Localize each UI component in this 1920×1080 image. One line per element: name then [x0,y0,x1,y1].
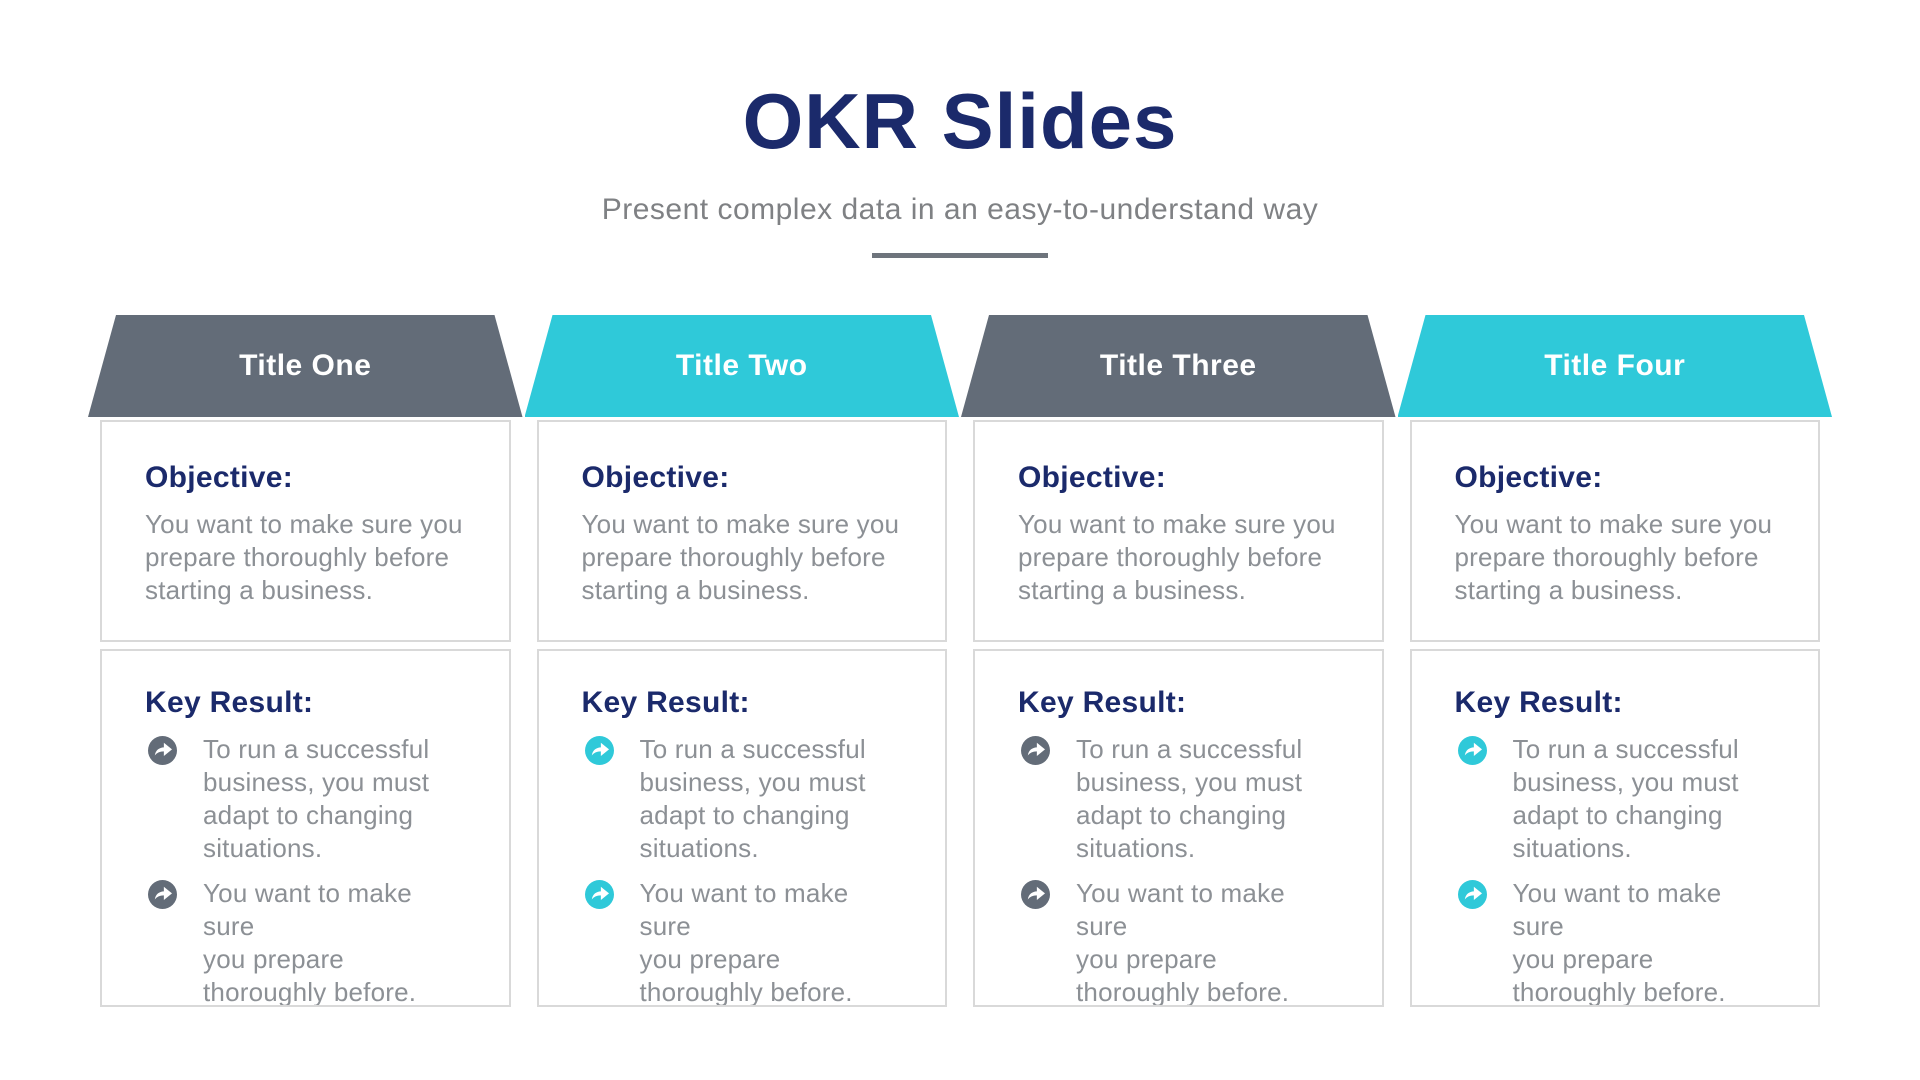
key-result-item: You want to make sure you prepare thorou… [1455,877,1779,1007]
objective-card: Objective: You want to make sure you pre… [1409,420,1820,642]
circle-arrow-right-icon [1457,736,1487,765]
column-title: Title One [239,349,372,382]
column-title: Title Four [1544,349,1686,382]
circle-arrow-right-icon [584,880,614,909]
okr-column-3: Title Three Objective: You want to make … [973,315,1384,1007]
objective-text: You want to make sure you prepare thorou… [1454,509,1773,605]
objective-text: You want to make sure you prepare thorou… [145,509,463,605]
key-result-text: You want to make sure you prepare thorou… [1076,878,1290,1007]
key-result-text: To run a successful business, you must a… [1512,734,1739,863]
key-result-item: You want to make sure you prepare thorou… [145,877,469,1007]
key-result-card: Key Result: To run a successful business… [536,649,947,1007]
key-result-item: To run a successful business, you must a… [1018,733,1342,865]
key-result-text: To run a successful business, you must a… [1076,734,1303,863]
key-result-heading: Key Result: [1454,686,1623,719]
objective-heading: Objective: [145,461,294,494]
page-subtitle: Present complex data in an easy-to-under… [601,193,1319,226]
okr-columns: Title One Objective: You want to make su… [100,315,1820,1007]
key-result-heading: Key Result: [1018,686,1187,719]
column-header: Title Two [525,315,960,417]
circle-arrow-right-icon [148,736,177,765]
okr-column-2: Title Two Objective: You want to make su… [537,315,948,1007]
objective-card: Objective: You want to make sure you pre… [536,420,947,642]
key-result-text: You want to make sure you prepare thorou… [639,878,853,1007]
key-result-text: To run a successful business, you must a… [203,734,430,863]
key-result-heading: Key Result: [145,686,314,719]
key-result-card: Key Result: To run a successful business… [1409,649,1820,1007]
objective-text: You want to make sure you prepare thorou… [1018,509,1336,605]
column-title: Title Three [1099,349,1257,382]
objective-card: Objective: You want to make sure you pre… [973,420,1384,642]
title-divider [872,253,1048,258]
objective-heading: Objective: [581,461,730,494]
column-header: Title Four [1398,315,1833,417]
key-result-item: To run a successful business, you must a… [145,733,469,865]
key-result-item: You want to make sure you prepare thorou… [1018,877,1342,1007]
key-result-text: You want to make sure you prepare thorou… [1512,878,1726,1007]
key-result-text: You want to make sure you prepare thorou… [203,878,417,1007]
key-result-card: Key Result: To run a successful business… [973,649,1384,1007]
column-title: Title Two [675,349,808,382]
circle-arrow-right-icon [148,880,177,909]
key-result-list: To run a successful business, you must a… [582,733,906,1007]
key-result-heading: Key Result: [581,686,750,719]
objective-heading: Objective: [1454,461,1603,494]
key-result-list: To run a successful business, you must a… [1455,733,1779,1007]
okr-column-1: Title One Objective: You want to make su… [100,315,511,1007]
key-result-text: To run a successful business, you must a… [639,734,866,863]
key-result-card: Key Result: To run a successful business… [100,649,511,1007]
objective-card: Objective: You want to make sure you pre… [100,420,511,642]
circle-arrow-right-icon [584,736,614,765]
page-title: OKR Slides [742,77,1178,165]
key-result-list: To run a successful business, you must a… [1018,733,1342,1007]
key-result-list: To run a successful business, you must a… [145,733,469,1007]
key-result-item: To run a successful business, you must a… [1455,733,1779,865]
objective-heading: Objective: [1018,461,1167,494]
circle-arrow-right-icon [1021,736,1050,765]
objective-text: You want to make sure you prepare thorou… [581,509,900,605]
okr-column-4: Title Four Objective: You want to make s… [1410,315,1821,1007]
key-result-item: To run a successful business, you must a… [582,733,906,865]
circle-arrow-right-icon [1457,880,1487,909]
column-header: Title One [88,315,523,417]
key-result-item: You want to make sure you prepare thorou… [582,877,906,1007]
circle-arrow-right-icon [1021,880,1050,909]
column-header: Title Three [961,315,1396,417]
